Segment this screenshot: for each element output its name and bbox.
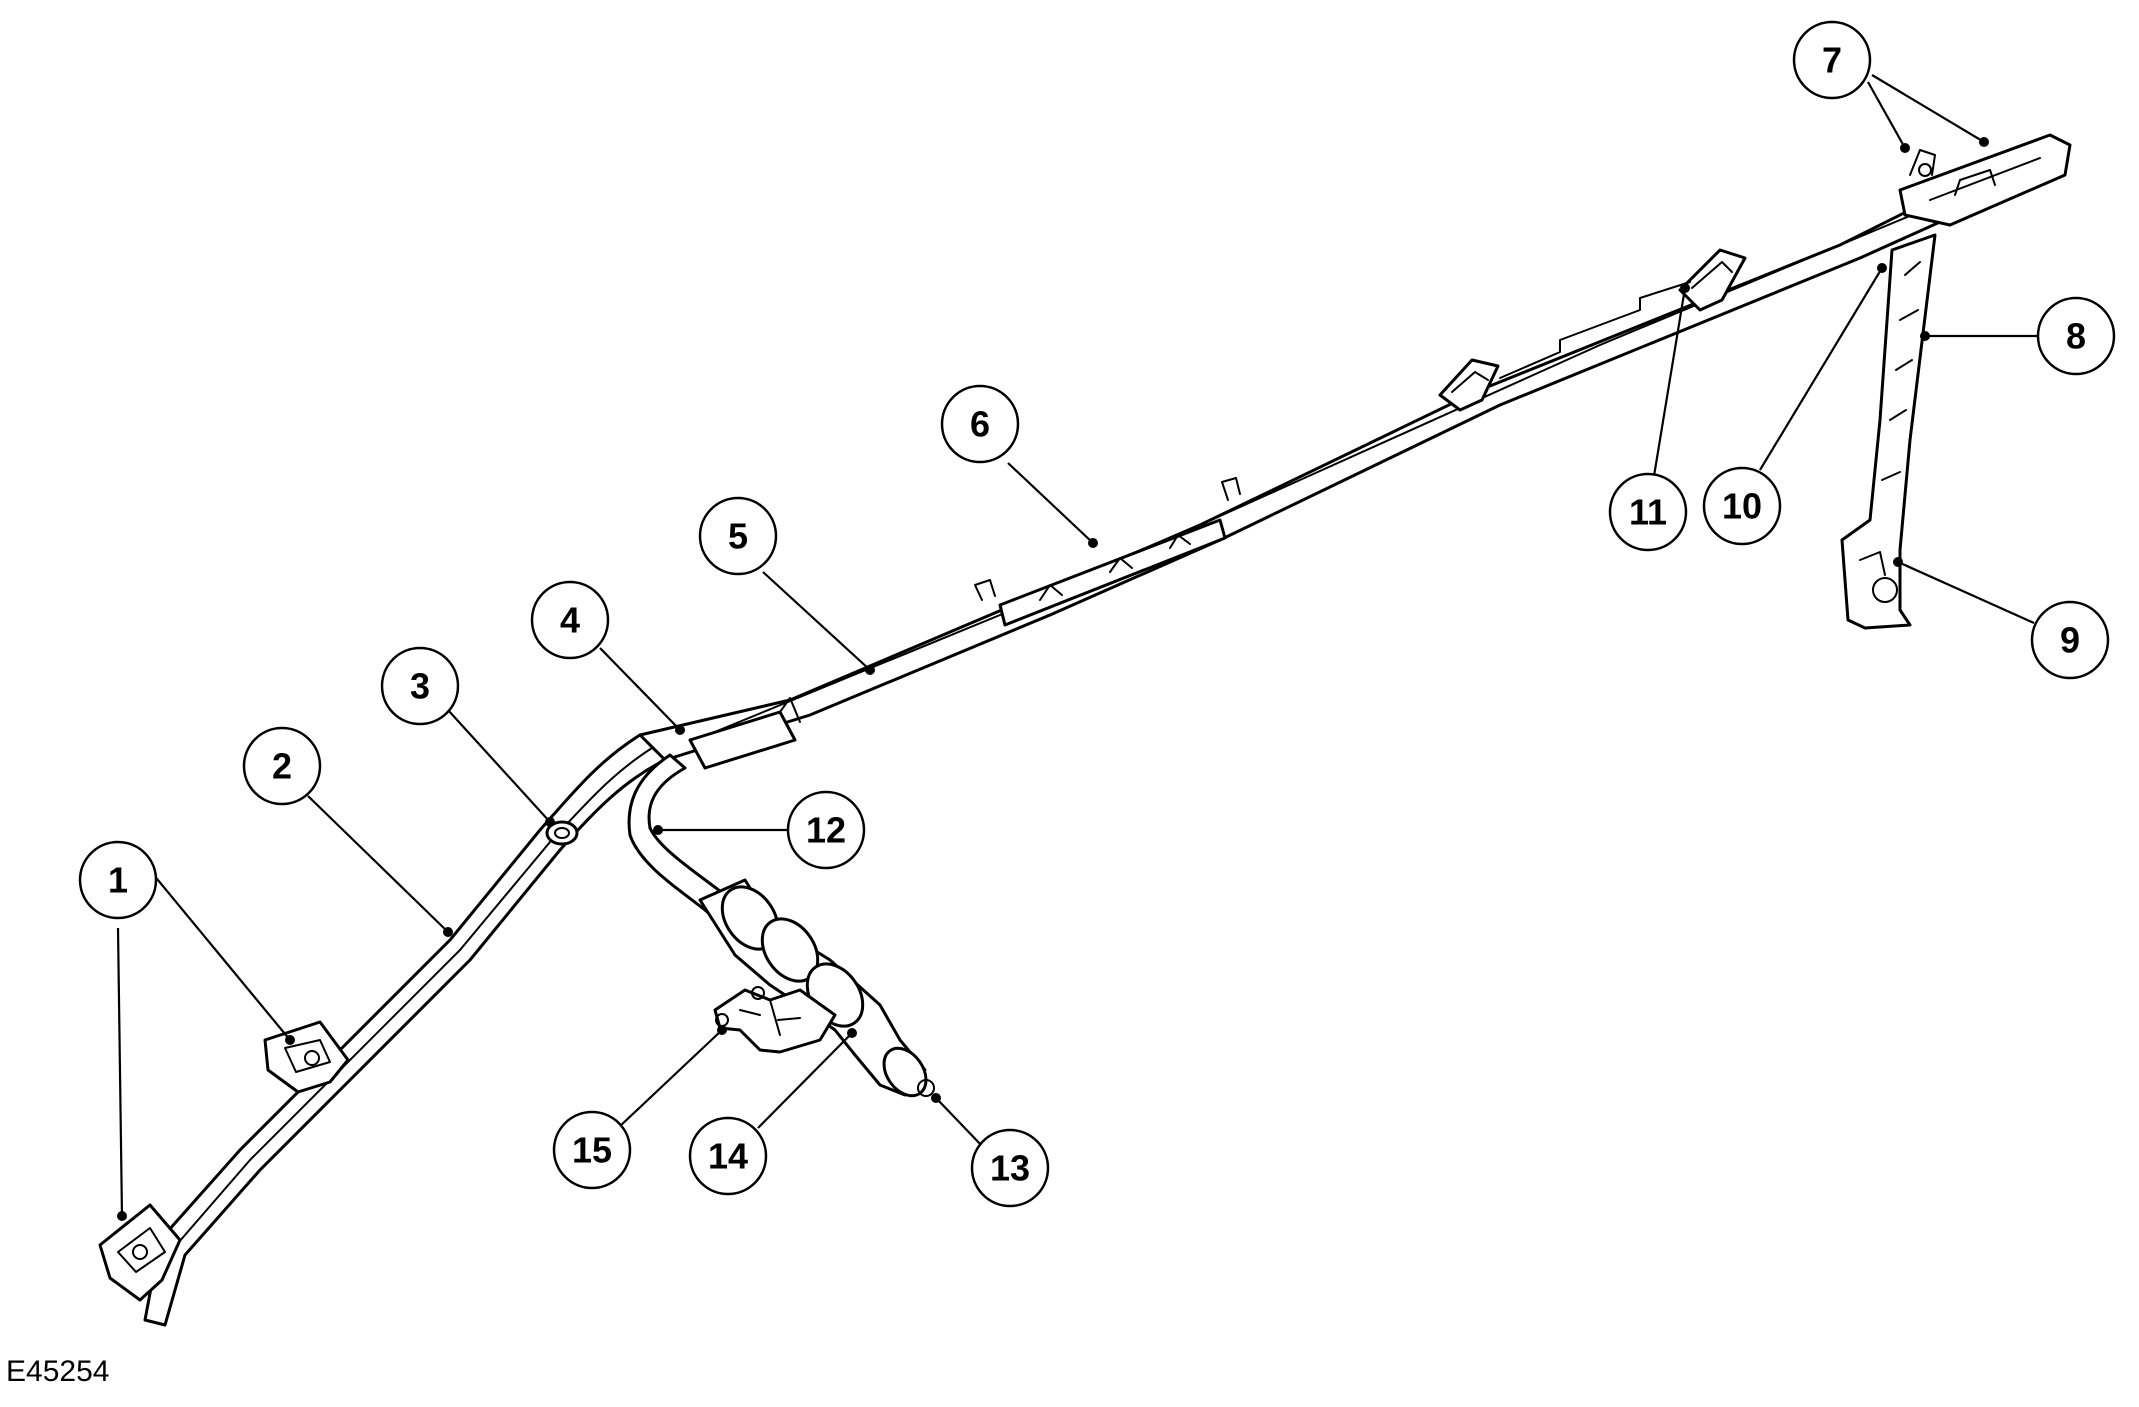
callout-10-label: 10	[1722, 486, 1762, 527]
roof-bracket-front	[974, 477, 1241, 627]
inflator-bracket	[713, 986, 837, 1054]
callout-4-label: 4	[560, 600, 580, 641]
rail-clip	[545, 820, 579, 846]
callout-6-label: 6	[970, 404, 990, 445]
callout-9: 9	[2030, 600, 2110, 680]
callout-2: 2	[242, 726, 322, 806]
rail-step-edge	[1499, 281, 1691, 379]
callout-8-label: 8	[2066, 316, 2086, 357]
callout-4: 4	[530, 580, 610, 660]
callout-15: 15	[552, 1110, 632, 1190]
callout-12-label: 12	[806, 810, 846, 851]
callout-3: 3	[380, 646, 460, 726]
callout-2-label: 2	[272, 746, 292, 787]
roof-bracket-rear	[1678, 248, 1747, 312]
callout-3-label: 3	[410, 666, 430, 707]
c-pillar-bracket	[1840, 233, 1937, 630]
callout-14: 14	[688, 1116, 768, 1196]
callout-5: 5	[698, 496, 778, 576]
callout-7-label: 7	[1822, 40, 1842, 81]
airbag-rail	[143, 148, 2062, 1327]
callout-1-label: 1	[108, 860, 128, 901]
callout-14-label: 14	[708, 1136, 748, 1177]
callout-6: 6	[940, 384, 1020, 464]
callout-1: 1	[78, 840, 158, 920]
callout-7: 7	[1792, 20, 1872, 100]
callout-13-label: 13	[990, 1148, 1030, 1189]
rail-sleeve	[688, 697, 801, 770]
callout-5-label: 5	[728, 516, 748, 557]
callout-12: 12	[786, 790, 866, 870]
callout-11-label: 11	[1629, 492, 1667, 533]
front-bracket-lower	[98, 1203, 182, 1302]
rail-front-section	[143, 733, 667, 1327]
callout-8: 8	[2036, 296, 2116, 376]
roof-bracket-mid	[1438, 358, 1500, 412]
rear-end-mount	[1898, 133, 2072, 227]
callout-13: 13	[970, 1128, 1050, 1208]
figure-id: E45254	[6, 1355, 110, 1388]
callout-15-label: 15	[572, 1130, 612, 1171]
callout-11: 11	[1608, 472, 1688, 552]
rail-front-seam	[171, 747, 653, 1251]
leader-lines	[116, 74, 2040, 1221]
callout-9-label: 9	[2060, 620, 2080, 661]
callout-10: 10	[1702, 466, 1782, 546]
